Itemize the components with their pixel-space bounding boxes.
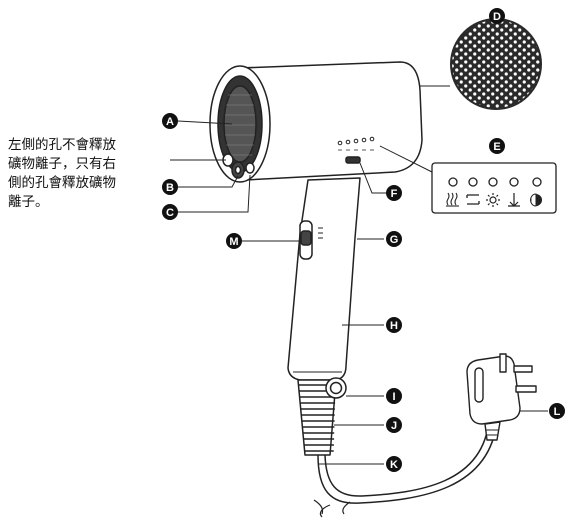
callout-k: K [386,456,402,472]
cold-shot-icon [508,193,520,207]
svg-text:I: I [392,391,395,403]
callout-f: F [386,185,402,201]
callouts: A B C D E F G [162,8,565,472]
callout-b: B [162,179,178,195]
sun-icon [486,193,500,207]
callout-j: J [386,417,402,433]
callout-m: M [226,233,242,249]
svg-text:J: J [391,420,397,432]
eco-mode-icon [530,193,543,207]
svg-text:D: D [493,11,501,23]
svg-text:M: M [229,236,238,248]
svg-text:E: E [493,141,500,153]
note-line: 側的孔會釋放礦物 [8,175,116,191]
note-line: 離子。 [8,194,49,210]
callout-d: D [489,8,505,24]
callout-h: H [386,317,402,333]
ion-hole-note: 左側的孔不會釋放 礦物離子，只有右 側的孔會釋放礦物 離子。 [8,136,158,212]
svg-text:B: B [166,182,174,194]
svg-text:G: G [390,234,399,246]
airflow-icon [466,194,480,205]
power-plug [466,353,537,441]
note-line: 礦物離子，只有右 [8,156,116,172]
callout-g: G [386,231,402,247]
callout-l: L [549,403,565,419]
svg-text:C: C [166,207,174,219]
svg-text:H: H [390,320,398,332]
svg-text:A: A [166,116,174,128]
callout-i: I [386,388,402,404]
svg-text:F: F [391,188,398,200]
svg-text:L: L [554,406,561,418]
hair-dryer [209,61,498,518]
control-panel-detail [431,162,557,214]
filter-mesh-detail [450,18,542,110]
heat-waves-icon [446,192,459,207]
callout-e: E [489,138,505,154]
note-line: 左側的孔不會釋放 [8,137,116,153]
svg-text:K: K [390,459,398,471]
callout-c: C [162,204,178,220]
callout-a: A [162,113,178,129]
